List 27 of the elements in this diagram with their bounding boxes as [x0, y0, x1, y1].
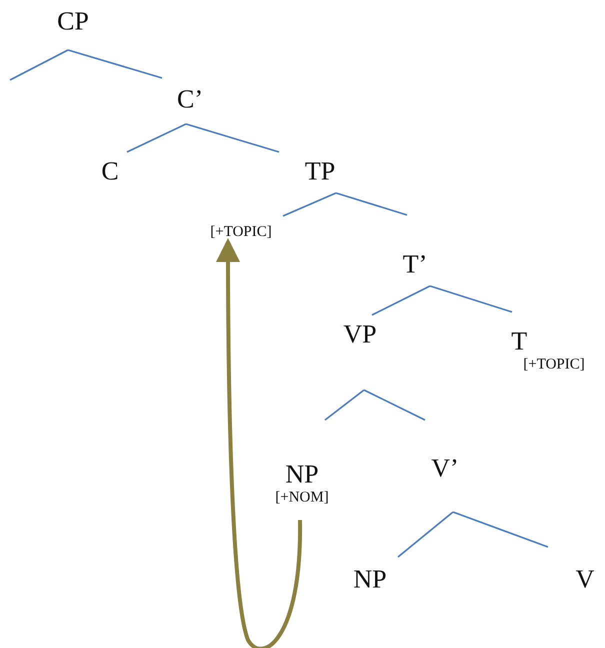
- category-label: CP: [57, 8, 89, 36]
- category-label: C: [101, 158, 119, 186]
- category-label: NP: [285, 460, 319, 490]
- tree-branch: [324, 389, 364, 421]
- category-label: T: [511, 327, 528, 356]
- category-label: NP: [353, 566, 387, 594]
- category-label: T’: [402, 250, 428, 280]
- tree-branch: [430, 285, 512, 313]
- tree-branch: [398, 511, 454, 558]
- tree-branch: [10, 49, 68, 81]
- tree-branch: [282, 192, 336, 217]
- category-label: V: [576, 566, 594, 594]
- movement-arrow: [216, 238, 302, 648]
- feature-label: [+TOPIC]: [523, 356, 585, 373]
- feature-label: [+NOM]: [275, 489, 329, 506]
- category-label: TP: [304, 158, 336, 186]
- feature-label: [+TOPIC]: [210, 224, 272, 240]
- tree-branch: [186, 123, 280, 153]
- tree-branch: [68, 49, 162, 79]
- tree-branch: [126, 123, 186, 153]
- tree-branch: [372, 285, 430, 316]
- tree-branch: [336, 192, 408, 216]
- category-label: C’: [177, 86, 203, 114]
- category-label: V’: [431, 454, 459, 484]
- tree-branch: [452, 511, 548, 548]
- category-label: VP: [343, 320, 377, 350]
- tree-branch: [364, 389, 426, 421]
